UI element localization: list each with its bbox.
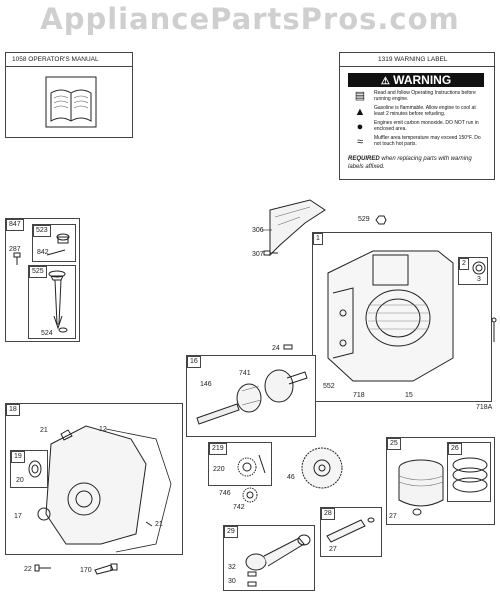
cylinder-block-drawing	[327, 250, 454, 382]
part-842-label: 842	[37, 249, 49, 256]
fire-icon: ▲	[354, 106, 366, 118]
box-tag-26: 26	[448, 443, 462, 455]
part-box-29[interactable]: 29 32 30	[223, 525, 315, 591]
seal-drawing	[472, 261, 486, 275]
book-icon: ▤	[354, 90, 366, 102]
part-3-label: 3	[477, 276, 481, 283]
part-box-2[interactable]: 2 3	[458, 257, 488, 285]
part-27-label: 27	[389, 513, 397, 520]
warning-header: ⚠ WARNING	[348, 73, 484, 87]
box-tag-847: 847	[6, 219, 24, 231]
part-box-26[interactable]: 26	[447, 442, 491, 502]
plug-170-drawing	[94, 563, 118, 575]
dipstick-tube-drawing	[48, 270, 68, 333]
dipstick-cap-drawing	[46, 233, 70, 256]
part-742-label: 742	[233, 504, 245, 511]
part-21b-label: 21	[155, 521, 163, 528]
part-box-219[interactable]: 219 220	[208, 442, 272, 486]
pin-718a-drawing	[491, 317, 497, 342]
part-box-28[interactable]: 28 27	[320, 507, 382, 557]
part-170-label: 170	[80, 567, 92, 574]
nut-529-drawing	[375, 215, 387, 225]
part-box-847[interactable]: 847 523 842 525 524 287	[5, 218, 80, 342]
part-287-label: 287	[9, 246, 21, 253]
person-icon: ●	[356, 121, 364, 133]
part-box-18[interactable]: 18 21 12 19 20 17 21	[5, 403, 183, 555]
part-21-label: 21	[40, 427, 48, 434]
box-tag-25: 25	[387, 438, 401, 450]
part-box-1[interactable]: 1 2 3 552 718 15	[312, 232, 492, 402]
box-tag-18: 18	[6, 404, 20, 416]
required-note: REQUIRED when replacing parts with warni…	[348, 156, 472, 170]
part-220-label: 220	[213, 466, 225, 473]
part-306-label: 306	[252, 227, 264, 234]
box-tag-523: 523	[33, 225, 51, 237]
part-32-label: 32	[228, 564, 236, 571]
bolt-22-drawing	[34, 564, 51, 572]
operators-manual-box[interactable]: 1058 OPERATOR'S MANUAL	[5, 52, 133, 138]
part-box-25[interactable]: 25 27 26	[386, 437, 495, 525]
part-524-label: 524	[41, 330, 53, 337]
warning-line-1: Read and follow Operating Instructions b…	[374, 90, 476, 102]
part-529-label: 529	[358, 216, 370, 223]
box-tag-19: 19	[11, 451, 25, 463]
part-552-label: 552	[323, 383, 335, 390]
box-tag-2: 2	[459, 258, 469, 270]
part-24-label: 24	[272, 345, 280, 352]
warning-line-4: Muffler area temperature may exceed 150°…	[374, 135, 481, 147]
box-tag-16: 16	[187, 356, 201, 368]
part-146-label: 146	[200, 381, 212, 388]
part-307-label: 307	[252, 251, 264, 258]
crankshaft-drawing	[196, 369, 308, 425]
part-box-523[interactable]: 523 842	[32, 224, 76, 262]
part-12-label: 12	[99, 426, 107, 433]
part-46-label: 46	[287, 474, 295, 481]
piston-rings-drawing	[452, 457, 488, 493]
part-box-19[interactable]: 19 20	[10, 450, 48, 488]
part-20-label: 20	[16, 477, 24, 484]
warning-label-box[interactable]: 1319 WARNING LABEL ⚠ WARNING ▤ Read and …	[339, 52, 495, 180]
bearing-drawing	[28, 460, 42, 478]
part-30-label: 30	[228, 578, 236, 585]
connecting-rod-drawing	[245, 534, 311, 587]
box-tag-219: 219	[209, 443, 227, 455]
piston-drawing	[398, 459, 444, 516]
book-icon	[45, 76, 97, 128]
part-22-label: 22	[24, 566, 32, 573]
box-tag-1: 1	[313, 233, 323, 245]
shroud-306-drawing	[262, 199, 326, 257]
part-718-label: 718	[353, 392, 365, 399]
part-746-label: 746	[219, 490, 231, 497]
part-box-525[interactable]: 525 524	[28, 265, 76, 339]
watermark: AppliancePartsPros.com	[40, 2, 460, 36]
part-17-label: 17	[14, 513, 22, 520]
governor-gear-drawing	[237, 454, 266, 477]
box-tag-525: 525	[29, 266, 47, 278]
part-741-label: 741	[239, 370, 251, 377]
gear-746-drawing	[242, 487, 258, 503]
screw-287-drawing	[13, 252, 21, 265]
box-tag-28: 28	[321, 508, 335, 520]
part-15-label: 15	[405, 392, 413, 399]
pin-24-drawing	[283, 344, 293, 350]
cam-gear-drawing	[301, 447, 343, 489]
part-box-16[interactable]: 16 741 146	[186, 355, 316, 437]
warning-label-caption: 1319 WARNING LABEL	[378, 56, 448, 63]
warning-line-2: Gasoline is flammable. Allow engine to c…	[374, 105, 476, 117]
piston-pin-drawing	[326, 517, 375, 543]
part-27b-label: 27	[329, 546, 337, 553]
operators-manual-caption: 1058 OPERATOR'S MANUAL	[12, 56, 99, 63]
box-tag-29: 29	[224, 526, 238, 538]
warning-line-3: Engines emit carbon monoxide. DO NOT run…	[374, 120, 479, 132]
hot-surface-icon: ≈	[356, 136, 364, 148]
crankcase-cover-drawing	[37, 425, 172, 553]
part-718a-label: 718A	[476, 404, 493, 411]
